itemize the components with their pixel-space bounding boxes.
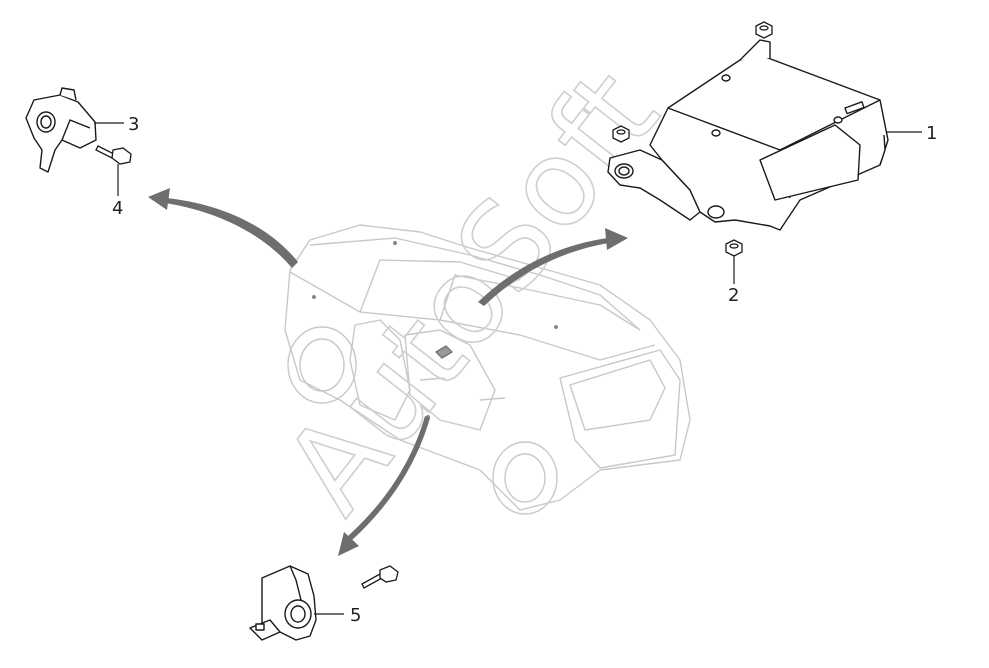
callout-1: 1 [926, 123, 937, 144]
front-impact-sensor [25, 87, 97, 173]
nut-top-icon [755, 21, 773, 39]
nut-left-icon [612, 125, 630, 143]
arrows [148, 188, 628, 556]
nut-bottom-icon [725, 239, 743, 257]
side-impact-sensor [249, 565, 317, 641]
leader-lines [94, 122, 922, 615]
callout-4: 4 [112, 198, 123, 219]
callout-3: 3 [128, 114, 139, 135]
arrow-head-airbag-module [605, 228, 628, 250]
bolt-side-icon [361, 565, 399, 589]
arrow-to-front-sensor [165, 198, 298, 268]
callout-5: 5 [350, 605, 361, 626]
callout-2: 2 [728, 285, 739, 306]
arrow-head-front-sensor [148, 188, 170, 210]
arrow-head-side-sensor [338, 532, 359, 556]
callout-numbers: 1 2 3 4 5 [112, 114, 937, 626]
nuts [612, 21, 773, 257]
bolt-icon [95, 145, 132, 165]
airbag-control-module [607, 39, 889, 231]
arrow-to-side-sensor [348, 416, 430, 540]
arrow-to-airbag-module [478, 238, 609, 306]
